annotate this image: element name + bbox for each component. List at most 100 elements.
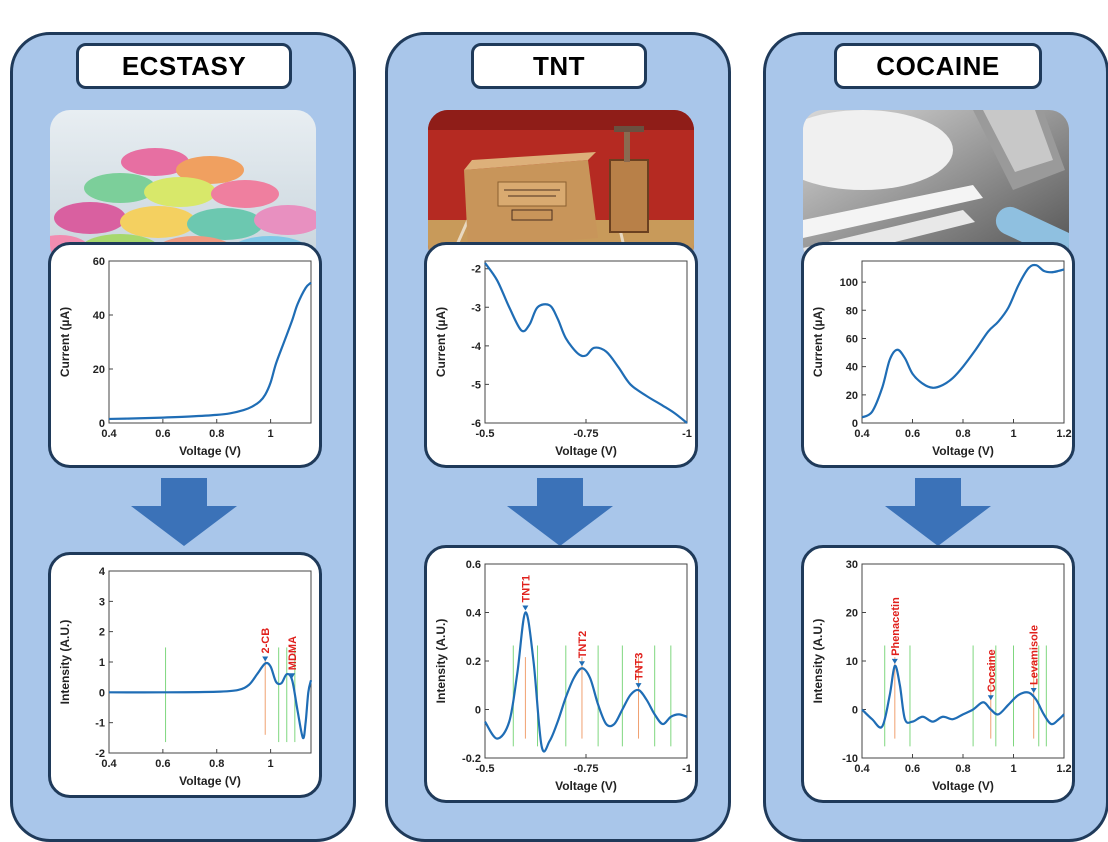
y-tick-label: 1 [99, 657, 105, 669]
peak-label: Levamisole [1029, 625, 1041, 685]
y-tick-label: -2 [95, 748, 105, 760]
peak-label: Phenacetin [890, 597, 902, 656]
y-axis-label: Current (µA) [58, 307, 72, 377]
series-line [861, 664, 1065, 729]
y-tick-label: 30 [846, 559, 858, 571]
y-tick-label: 0 [475, 705, 481, 717]
x-tick-label: -0.5 [476, 763, 495, 775]
x-tick-label: 0.8 [955, 763, 970, 775]
peak-marker [522, 605, 529, 611]
peak-label: TNT3 [634, 653, 646, 681]
x-tick-label: 1 [268, 758, 274, 770]
plot-frame [108, 570, 312, 754]
x-axis-label: Voltage (V) [555, 444, 617, 458]
y-axis-label: Intensity (A.U.) [434, 619, 448, 704]
peak-label: Cocaine [986, 649, 998, 692]
x-tick-label: 0.4 [101, 428, 117, 440]
x-axis-label: Voltage (V) [932, 779, 994, 793]
x-tick-label: -1 [682, 428, 692, 440]
x-axis-label: Voltage (V) [179, 444, 241, 458]
y-tick-label: 40 [93, 310, 105, 322]
x-tick-label: 1 [268, 428, 274, 440]
x-tick-label: 0.4 [854, 428, 870, 440]
x-tick-label: 0.4 [854, 763, 870, 775]
panel-title-tnt: TNT [471, 43, 647, 89]
series-line [484, 262, 688, 424]
x-tick-label: 0.8 [209, 758, 224, 770]
y-tick-label: 40 [846, 362, 858, 374]
x-axis-label: Voltage (V) [932, 444, 994, 458]
y-tick-label: 60 [93, 256, 105, 268]
y-tick-label: 0.6 [466, 559, 481, 571]
y-axis-label: Current (µA) [434, 307, 448, 377]
peak-marker [289, 673, 296, 679]
panel-title-ecstasy: ECSTASY [76, 43, 292, 89]
x-tick-label: -0.75 [573, 428, 598, 440]
peak-marker [635, 683, 642, 689]
y-tick-label: -2 [471, 264, 481, 276]
peak-marker [578, 661, 585, 667]
x-tick-label: 0.6 [905, 763, 920, 775]
y-tick-label: 0 [852, 418, 858, 430]
y-tick-label: -4 [471, 341, 482, 353]
y-tick-label: -3 [471, 302, 481, 314]
x-tick-label: -0.75 [573, 763, 598, 775]
y-tick-label: 0 [852, 705, 858, 717]
y-tick-label: -0.2 [462, 753, 481, 765]
series-line [108, 661, 313, 740]
x-tick-label: -0.5 [476, 428, 495, 440]
y-tick-label: 80 [846, 305, 858, 317]
down-arrow-icon [507, 478, 613, 546]
x-tick-label: 0.6 [155, 428, 170, 440]
peak-label: MDMA [287, 636, 299, 670]
x-axis-label: Voltage (V) [179, 774, 241, 788]
plot-frame [484, 260, 688, 424]
y-tick-label: 0.2 [466, 656, 481, 668]
y-tick-label: 10 [846, 656, 858, 668]
peak-marker [1030, 687, 1037, 693]
series-line [484, 611, 688, 753]
y-axis-label: Current (µA) [811, 307, 825, 377]
plot-frame [861, 260, 1065, 424]
x-tick-label: 0.6 [905, 428, 920, 440]
plot-frame [484, 563, 688, 759]
peak-marker [987, 695, 994, 701]
peak-marker [262, 656, 269, 662]
peak-label: TNT1 [520, 575, 532, 603]
down-arrow-icon [131, 478, 237, 546]
x-tick-label: 0.4 [101, 758, 117, 770]
y-axis-label: Intensity (A.U.) [811, 619, 825, 704]
peak-label: TNT2 [577, 631, 589, 659]
panel-title-cocaine: COCAINE [834, 43, 1042, 89]
y-tick-label: 100 [840, 277, 858, 289]
y-tick-label: 2 [99, 627, 105, 639]
x-tick-label: 1.2 [1056, 763, 1071, 775]
x-axis-label: Voltage (V) [555, 779, 617, 793]
y-tick-label: 20 [846, 608, 858, 620]
y-tick-label: -10 [842, 753, 858, 765]
series-line [861, 263, 1065, 419]
y-tick-label: 20 [846, 390, 858, 402]
y-tick-label: -5 [471, 379, 481, 391]
y-tick-label: -1 [95, 718, 105, 730]
x-tick-label: 0.8 [955, 428, 970, 440]
y-tick-label: 60 [846, 333, 858, 345]
y-tick-label: 3 [99, 596, 105, 608]
x-tick-label: 1 [1010, 763, 1016, 775]
plot-frame [108, 260, 312, 424]
x-tick-label: 1.2 [1056, 428, 1071, 440]
x-tick-label: 0.6 [155, 758, 170, 770]
y-tick-label: 0.4 [466, 608, 482, 620]
